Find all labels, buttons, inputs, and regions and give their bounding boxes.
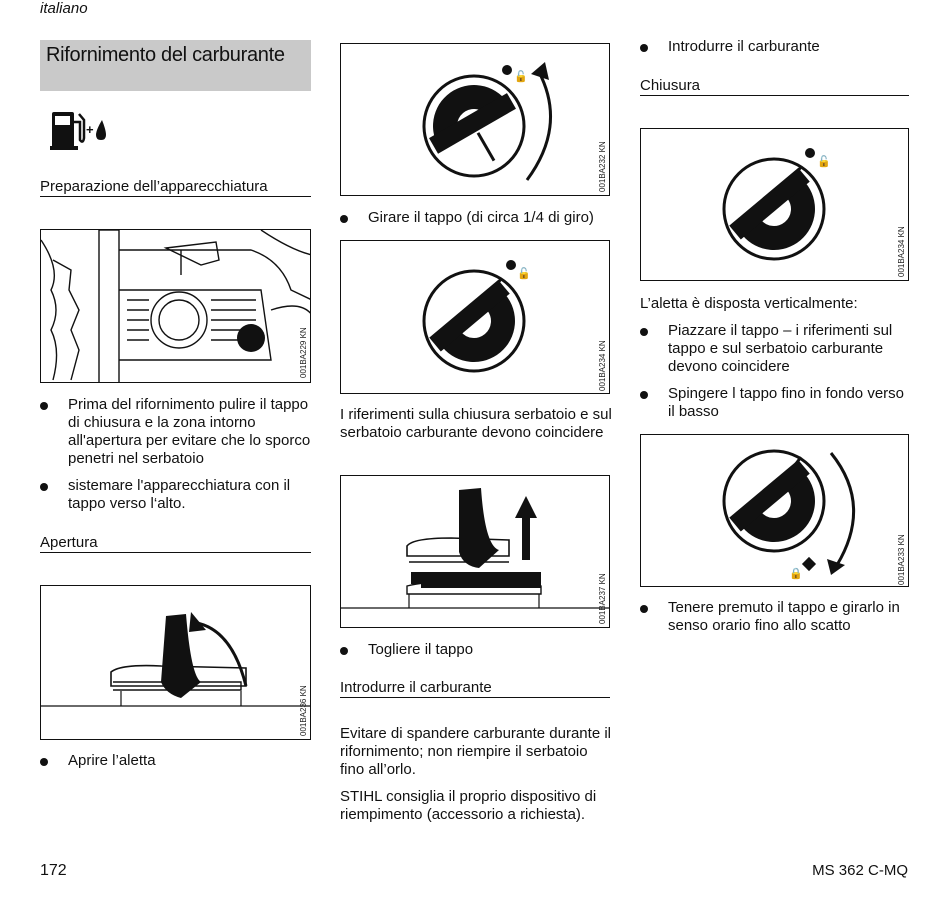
paragraph-avoid-spill: Evitare di spandere carburante durante i… [340, 725, 611, 778]
figure-device-overview: 001BA229 KN [40, 229, 311, 383]
bullet-introduce-fuel: Introdurre il carburante [640, 38, 912, 56]
bullet-dot [640, 328, 648, 336]
bullet-dot [340, 215, 348, 223]
bullet-dot [40, 758, 48, 766]
bullet-dot [640, 605, 648, 613]
figure-code: 001BA232 KN [598, 141, 607, 192]
heading-closing: Chiusura [640, 77, 909, 96]
bullet-text: Introdurre il carburante [668, 38, 820, 55]
bullet-text: sistemare l'apparecchiatura con il tappo… [68, 477, 291, 512]
bullet-dot [40, 402, 48, 410]
figure-code: 001BA234 KN [897, 226, 906, 277]
bullet-text: Aprire l’aletta [68, 752, 156, 769]
bullet-clean-cap: Prima del rifornimento pulire il tappo d… [40, 396, 312, 468]
heading-opening: Apertura [40, 534, 311, 553]
bullet-turn-cap: Girare il tappo (di circa 1/4 di giro) [340, 209, 612, 227]
heading-preparation: Preparazione dell’apparecchiatura [40, 178, 311, 197]
figure-code: 001BA233 KN [897, 534, 906, 585]
svg-text:🔒: 🔒 [789, 567, 803, 580]
page-number: 172 [40, 862, 67, 879]
bullet-text: Spingere l tappo fino in fondo verso il … [668, 385, 904, 420]
paragraph-marks-align: I riferimenti sulla chiusura serbatoio e… [340, 406, 612, 441]
svg-text:🔓: 🔓 [514, 70, 528, 83]
figure-remove-cap: 001BA237 KN [340, 475, 610, 628]
figure-marks-aligned: 🔓 001BA234 KN [340, 240, 610, 394]
section-title: Rifornimento del carburante [40, 40, 311, 91]
heading-introduce-fuel: Introdurre il carburante [340, 679, 610, 698]
bullet-dot [40, 483, 48, 491]
figure-closing-position: 🔓 001BA234 KN [640, 128, 909, 281]
svg-text:🔓: 🔓 [517, 267, 531, 280]
figure-code: 001BA237 KN [598, 573, 607, 624]
bullet-text: Togliere il tappo [368, 641, 474, 658]
bullet-text: Girare il tappo (di circa 1/4 di giro) [368, 209, 594, 226]
bullet-remove-cap: Togliere il tappo [340, 641, 612, 659]
bullet-text: Tenere premuto il tappo e girarlo in sen… [668, 599, 900, 634]
bullet-text: Piazzare il tappo – i riferimenti sul ta… [668, 322, 893, 375]
bullet-open-flap: Aprire l’aletta [40, 752, 312, 770]
bullet-text: Prima del rifornimento pulire il tappo d… [68, 396, 311, 467]
bullet-dot [640, 44, 648, 52]
svg-text:🔓: 🔓 [817, 155, 831, 168]
figure-code: 001BA229 KN [299, 327, 308, 378]
figure-code: 001BA236 KN [299, 685, 308, 736]
svg-text:+: + [86, 122, 94, 137]
bullet-hold-and-turn: Tenere premuto il tappo e girarlo in sen… [640, 599, 912, 635]
language-label: italiano [40, 0, 88, 17]
model-name: MS 362 C-MQ [812, 862, 908, 879]
figure-code: 001BA234 KN [598, 340, 607, 391]
bullet-position-device: sistemare l'apparecchiatura con il tappo… [40, 477, 312, 513]
bullet-dot [640, 391, 648, 399]
paragraph-stihl-advice: STIHL consiglia il proprio dispositivo d… [340, 788, 597, 823]
figure-open-flap: 001BA236 KN [40, 585, 311, 740]
fuel-pump-plus-drop-icon: + [50, 108, 110, 150]
bullet-push-cap: Spingere l tappo fino in fondo verso il … [640, 385, 912, 421]
bullet-place-cap: Piazzare il tappo – i riferimenti sul ta… [640, 322, 912, 376]
figure-turn-cap: 🔓 001BA232 KN [340, 43, 610, 196]
bullet-dot [340, 647, 348, 655]
figure-lock-cap: 🔒 001BA233 KN [640, 434, 909, 587]
paragraph-flap-vertical: L’aletta è disposta verticalmente: [640, 295, 858, 312]
